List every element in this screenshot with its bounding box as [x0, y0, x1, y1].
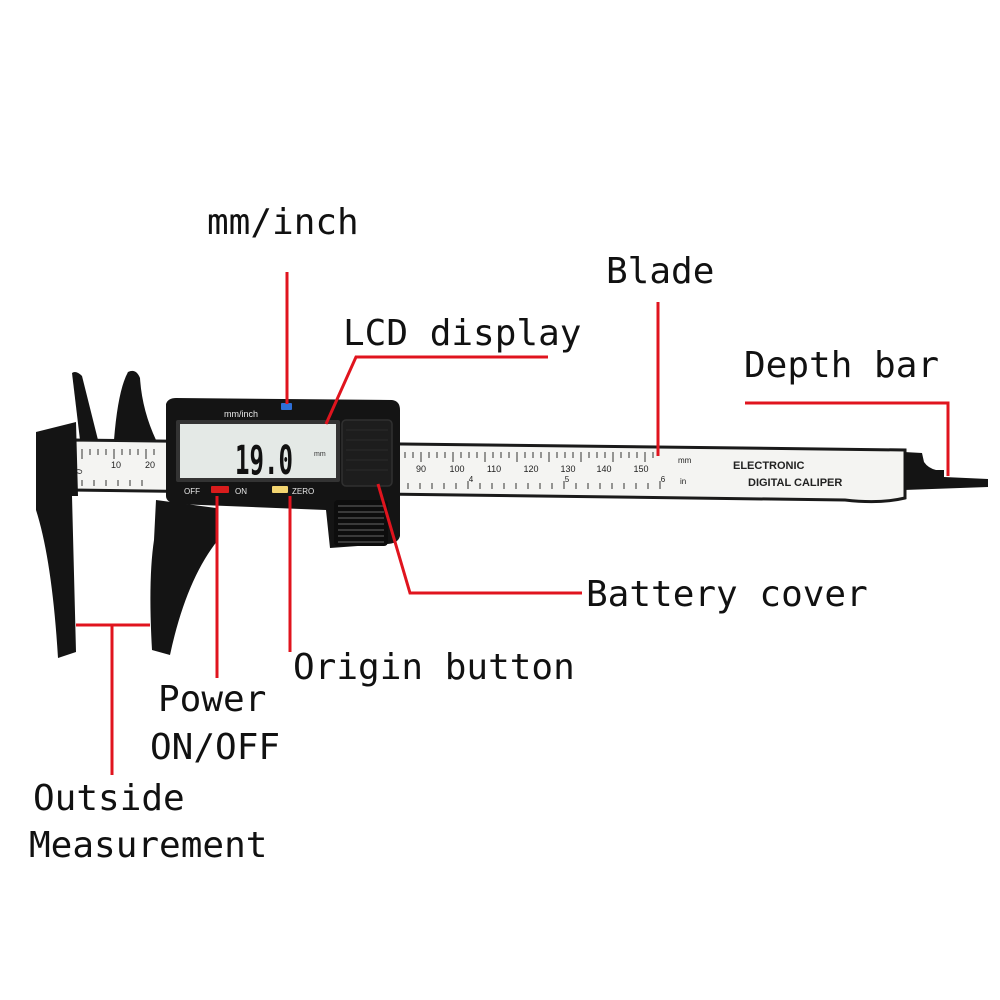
- fixed-jaw: [36, 372, 98, 658]
- mm-marker: mm: [678, 456, 692, 465]
- lcd-unit: mm: [314, 451, 326, 458]
- thumb-wheel-grip: [338, 505, 384, 543]
- callout-lines: [76, 272, 950, 775]
- label-battery-cover: Battery cover: [586, 574, 868, 615]
- left-scale-number-20: 20: [145, 460, 155, 470]
- blade-ticks-upper: [81, 449, 654, 462]
- callout-line-battery: [376, 483, 582, 595]
- callout-line-lcd: [324, 355, 548, 425]
- brand-line-1: ELECTRONIC: [733, 460, 805, 472]
- depth-bar: [904, 452, 988, 490]
- label-power-line1: Power: [158, 679, 266, 720]
- thumb-wheel[interactable]: [334, 500, 388, 546]
- inch-scale-4: 4: [469, 475, 474, 484]
- mm-scale-120: 120: [523, 464, 538, 474]
- battery-cover-texture: [346, 429, 388, 471]
- left-scale-number-10: 10: [111, 460, 121, 470]
- inch-scale-5: 5: [565, 475, 570, 484]
- callout-line-depth-bar: [745, 401, 950, 476]
- unit-button[interactable]: [281, 403, 292, 410]
- fixed-jaw-body: [36, 422, 78, 658]
- brand-line-2: DIGITAL CALIPER: [748, 477, 842, 489]
- on-text: ON: [235, 487, 247, 496]
- lcd-display: 19.0 mm: [176, 420, 340, 484]
- mm-scale-150: 150: [633, 464, 648, 474]
- lcd-screen: [180, 424, 336, 478]
- label-origin-button: Origin button: [293, 647, 575, 688]
- mm-scale-110: 110: [487, 464, 501, 474]
- zero-text: ZERO: [292, 487, 314, 496]
- mm-scale-100: 100: [449, 464, 464, 474]
- mm-scale-130: 130: [560, 464, 575, 474]
- label-blade: Blade: [606, 251, 714, 292]
- blade-ticks-lower: [81, 480, 661, 489]
- inch-scale-6: 6: [661, 475, 666, 484]
- power-button[interactable]: [211, 486, 229, 493]
- depth-bar-rod: [904, 452, 988, 490]
- label-outside-line1: Outside: [33, 778, 185, 819]
- in-marker: in: [680, 477, 686, 486]
- unit-button-text: mm/inch: [224, 409, 258, 419]
- sliding-jaw-lower: [150, 500, 218, 655]
- label-depth-bar: Depth bar: [744, 345, 939, 386]
- mm-scale-90: 90: [416, 464, 426, 474]
- sliding-head: mm/inch 19.0 mm OFF ON ZERO: [114, 370, 400, 655]
- label-mm-inch: mm/inch: [207, 202, 359, 243]
- sliding-jaw-upper-tip: [114, 370, 156, 440]
- lcd-reading: 19.0: [235, 438, 293, 484]
- battery-cover[interactable]: [341, 419, 393, 487]
- off-text: OFF: [184, 487, 200, 496]
- mm-scale-140: 140: [596, 464, 611, 474]
- zero-button[interactable]: [272, 486, 288, 493]
- fixed-jaw-upper-tip: [72, 372, 98, 440]
- left-scale-number-0: 0: [74, 468, 85, 475]
- label-lcd-display: LCD display: [343, 313, 581, 354]
- label-power-line2: ON/OFF: [150, 727, 280, 768]
- label-outside-line2: Measurement: [29, 825, 267, 866]
